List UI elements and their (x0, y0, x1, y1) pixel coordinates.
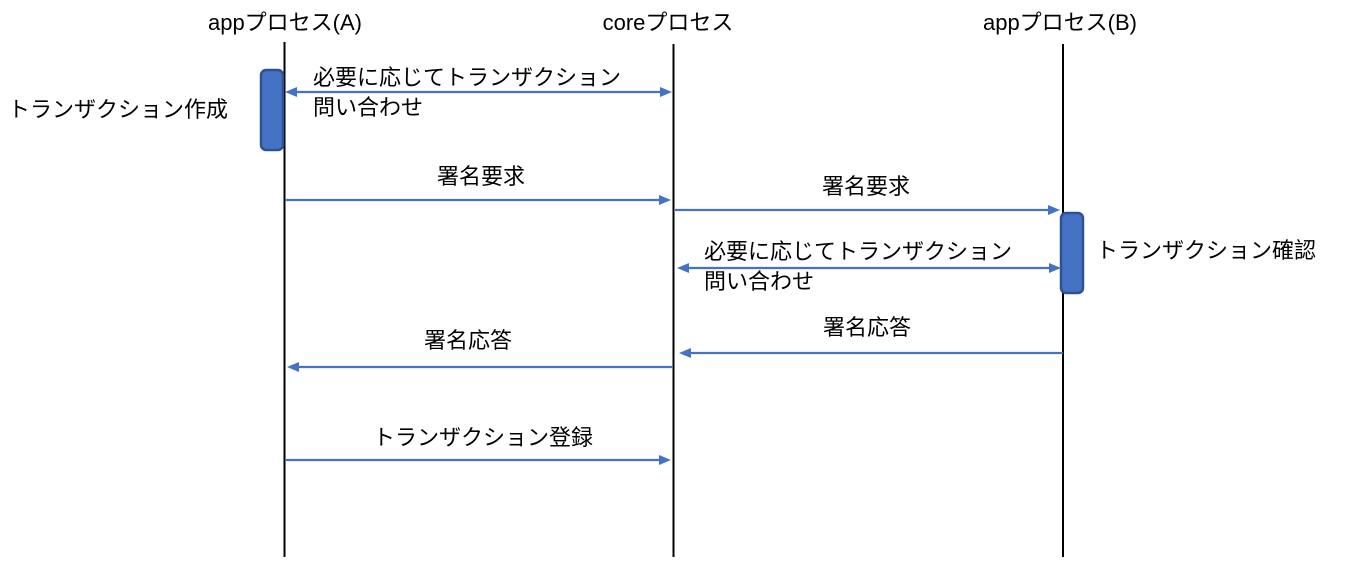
arrowhead-left-icon (679, 348, 691, 358)
message-arrow-sign-response-core-a (287, 362, 673, 372)
arrowhead-right-icon (1048, 205, 1060, 215)
message-label-inquiry-core-b: 必要に応じてトランザクション 問い合わせ (704, 237, 1012, 297)
message-arrow-inquiry-a-core (285, 87, 672, 97)
message-label-inquiry-a-core: 必要に応じてトランザクション 問い合わせ (313, 63, 621, 123)
message-label-transaction-register: トランザクション登録 (372, 425, 594, 450)
arrowhead-right-icon (660, 87, 672, 97)
message-arrow-inquiry-core-b (677, 263, 1061, 273)
message-label-line1: 必要に応じてトランザクション (704, 239, 1013, 264)
arrowhead-left-icon (287, 362, 299, 372)
message-arrow-sign-request-core-b (675, 205, 1060, 215)
activation-box-app-a (259, 68, 285, 152)
activation-box-app-b (1059, 211, 1085, 295)
message-label-line2: 問い合わせ (313, 95, 424, 120)
message-label-sign-request-core-b: 署名要求 (821, 174, 911, 199)
message-label-sign-response-core-a: 署名応答 (423, 328, 513, 353)
message-arrow-sign-response-b-core (679, 348, 1063, 358)
arrowhead-left-icon (677, 263, 689, 273)
message-label-line2: 問い合わせ (704, 269, 815, 294)
arrowhead-left-icon (285, 87, 297, 97)
message-label-line1: 必要に応じてトランザクション (313, 65, 622, 90)
arrowhead-right-icon (659, 455, 671, 465)
message-label-sign-response-b-core: 署名応答 (822, 315, 912, 340)
activation-label-transaction-create: トランザクション作成 (8, 97, 229, 122)
message-arrow-transaction-register (285, 455, 671, 465)
actor-label-app-b: appプロセス(B) (982, 10, 1138, 35)
arrowhead-right-icon (1049, 263, 1061, 273)
activation-label-transaction-confirm: トランザクション確認 (1096, 238, 1317, 263)
arrowhead-right-icon (659, 195, 671, 205)
actor-label-app-a: appプロセス(A) (207, 10, 363, 35)
message-arrow-sign-request-a-core (285, 195, 671, 205)
actor-label-core: coreプロセス (602, 10, 734, 35)
message-label-sign-request-a-core: 署名要求 (436, 164, 526, 189)
